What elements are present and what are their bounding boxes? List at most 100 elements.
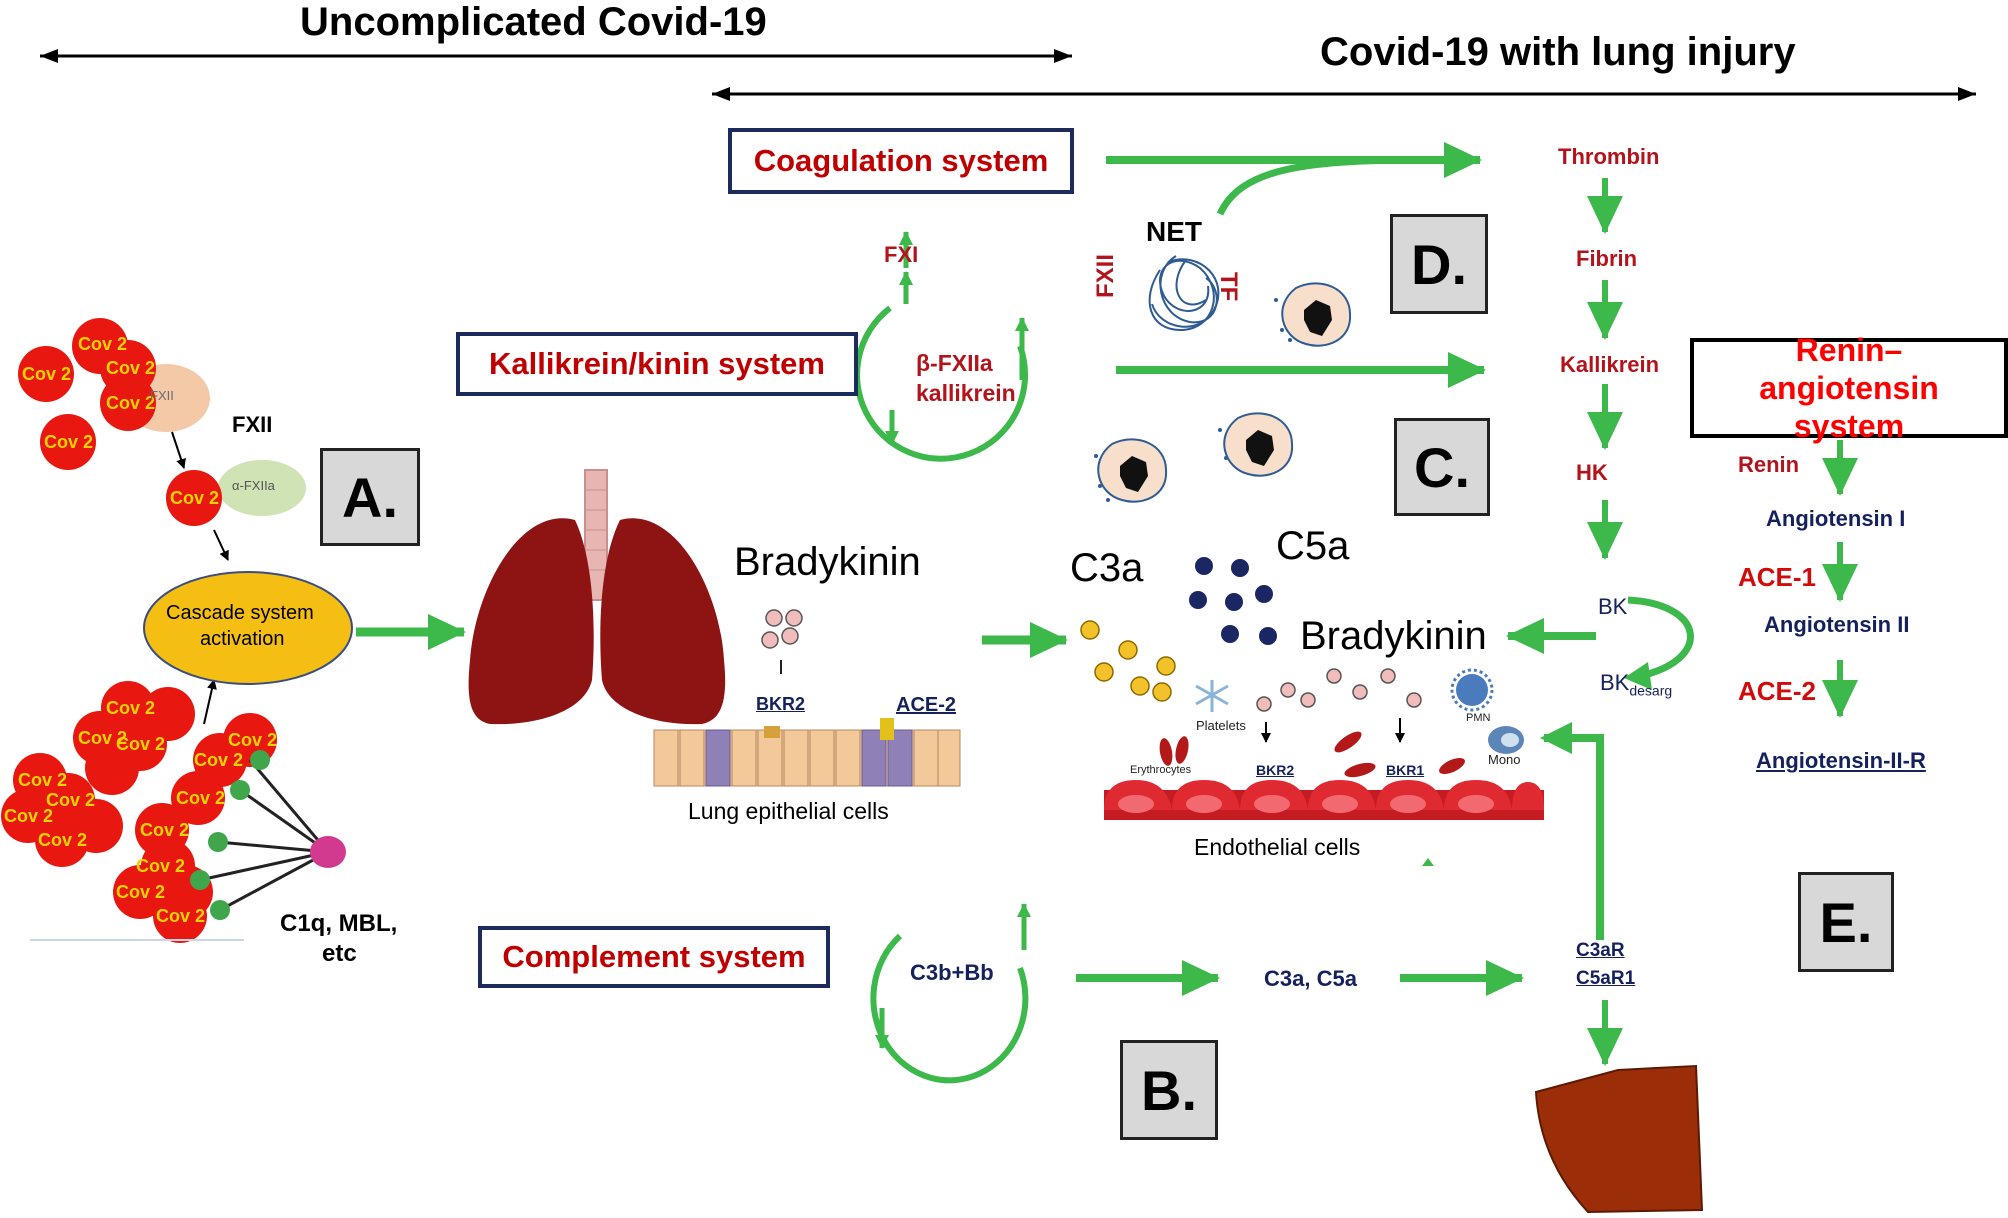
lungs-illustration — [468, 469, 726, 725]
complement-system-label: Complement system — [502, 939, 806, 974]
virus-label: Cov 2 — [228, 730, 278, 750]
renin-label: Renin — [1738, 452, 1800, 477]
bk-desarg-sub: desarg — [1629, 682, 1673, 699]
lung-injury-range-arrow — [712, 87, 1976, 101]
bradykinin-dots-center — [1256, 668, 1422, 712]
neutrophil-cell — [1281, 282, 1352, 347]
ace2-label-lung: ACE-2 — [896, 694, 957, 716]
net-scribble — [1148, 255, 1220, 332]
alpha-fxiia-label: α-FXIIa — [232, 478, 275, 493]
cascade-label-line2: activation — [200, 628, 285, 650]
arrow-c1q-to-cascade — [203, 679, 217, 725]
bk-to-desarg-curve — [1627, 596, 1694, 680]
kallikrein-kinin-system-label: Kallikrein/kinin system — [489, 346, 825, 381]
coagulation-system-label: Coagulation system — [753, 143, 1049, 178]
virus-particle — [40, 414, 96, 470]
virus-label: Cov 2 — [106, 393, 156, 413]
virus-label: Cov 2 — [140, 820, 190, 840]
virus-label: Cov 2 — [116, 882, 166, 902]
c3a-label: C3a — [1070, 546, 1144, 590]
header-uncomplicated: Uncomplicated Covid-19 — [300, 0, 767, 44]
fxi-label: FXI — [884, 242, 919, 267]
fxii-label: FXII — [232, 412, 273, 437]
cascade-activation-ellipse — [143, 571, 353, 685]
fxii-small-label: FXII — [150, 388, 174, 403]
neutrophil-cell — [1097, 438, 1168, 503]
fxii-net-label: FXII — [1092, 253, 1119, 298]
arrow-fxiia-to-cascade — [213, 529, 229, 561]
angiotensin-ii-label: Angiotensin II — [1764, 612, 1910, 637]
lung-epithelial-label: Lung epithelial cells — [688, 798, 889, 824]
pmn-cell — [1450, 668, 1494, 712]
virus-label: Cov 2 — [78, 728, 128, 748]
virus-label: Cov 2 — [106, 358, 156, 378]
mono-cell — [1488, 726, 1524, 754]
renin-angiotensin-system-box: Renin–angiotensin system — [1690, 332, 2008, 444]
panel-d: D. — [1390, 214, 1488, 314]
virus-label: Cov 2 — [176, 788, 226, 808]
bradykinin-label-center: Bradykinin — [1300, 614, 1487, 658]
pmn-label: PMN — [1466, 712, 1491, 724]
net-curve-arrow — [1216, 156, 1421, 216]
erythrocytes-shapes — [1159, 731, 1465, 778]
kallikrein-kinin-system-box: Kallikrein/kinin system — [456, 332, 858, 396]
c1q-label-line2: etc — [322, 940, 357, 967]
bradykinin-dots-left — [761, 609, 803, 674]
complement-system-box: Complement system — [478, 926, 830, 988]
uncomplicated-range-arrow — [40, 49, 1072, 63]
beta-fxiia-label-line1: β-FXIIa — [916, 350, 993, 376]
virus-label: Cov 2 — [18, 770, 68, 790]
mono-label: Mono — [1488, 752, 1521, 767]
panel-b: B. — [1120, 1040, 1218, 1140]
virus-label: Cov 2 — [4, 806, 54, 826]
virus-label: Cov 2 — [44, 432, 94, 452]
c3ar-label: C3aR — [1576, 940, 1625, 961]
virus-label: Cov 2 — [170, 488, 220, 508]
virus-label: Cov 2 — [156, 906, 206, 926]
c3b-bb-label: C3b+Bb — [910, 960, 994, 985]
small-arrow-mark — [1422, 858, 1434, 866]
alpha-fxiia-shape — [218, 460, 306, 516]
angiotensin-ii-r-label: Angiotensin-II-R — [1756, 748, 1926, 773]
bk-desarg-label: BKdesarg — [1600, 670, 1672, 698]
bk-label: BK — [1598, 594, 1628, 619]
ace1-label: ACE-1 — [1738, 562, 1817, 592]
net-label: NET — [1146, 216, 1202, 247]
endothelium — [1104, 780, 1544, 820]
lung-epithelium — [653, 718, 961, 787]
panel-e: E. — [1798, 872, 1894, 972]
angiotensin-i-label: Angiotensin I — [1766, 506, 1906, 531]
endothelial-label: Endothelial cells — [1194, 834, 1361, 860]
virus-label: Cov 2 — [194, 750, 244, 770]
virus-label: Cov 2 — [116, 734, 166, 754]
cascade-label-line1: Cascade system — [166, 602, 314, 624]
header-lung-injury: Covid-19 with lung injury — [1320, 30, 1796, 74]
c5a-label: C5a — [1276, 524, 1350, 568]
virus-label: Cov 2 — [136, 856, 186, 876]
thrombin-label: Thrombin — [1558, 144, 1660, 169]
bkr2-label-endo: BKR2 — [1256, 762, 1295, 778]
virus-particle — [166, 470, 222, 526]
bkr1-label-endo: BKR1 — [1386, 762, 1425, 778]
virus-particle — [100, 375, 156, 431]
beta-fxiia-label-line2: kallikrein — [916, 380, 1016, 406]
coagulation-system-box: Coagulation system — [728, 128, 1074, 194]
virus-label: Cov 2 — [78, 334, 128, 354]
bk-desarg-main: BK — [1600, 670, 1630, 695]
virus-label: Cov 2 — [46, 790, 96, 810]
c3a-c5a-label: C3a, C5a — [1264, 966, 1357, 991]
c3a-dots — [1080, 620, 1176, 702]
kallikrein-cycle — [854, 305, 1029, 462]
virus-label: Cov 2 — [106, 698, 156, 718]
arrow-fxii-to-fxiia — [171, 431, 186, 469]
c5a-dots — [1189, 557, 1277, 645]
platelets-shape — [1195, 680, 1229, 712]
complement-cycle — [870, 903, 1031, 1084]
arrow-receptors-to-endothelium — [1544, 734, 1604, 940]
bkr2-label-lung: BKR2 — [756, 694, 806, 714]
c1q-label-line1: C1q, MBL, — [280, 910, 398, 937]
small-dots — [1094, 298, 1292, 502]
c1q-complex — [190, 750, 346, 920]
